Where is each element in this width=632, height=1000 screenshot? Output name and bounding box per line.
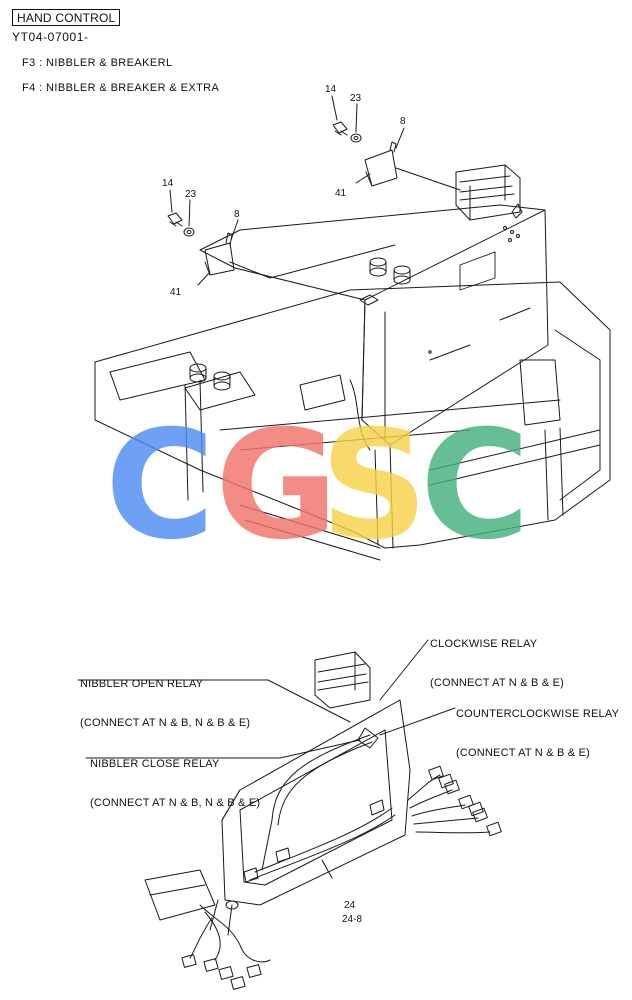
part-label-bracket-right: 41 [335,188,347,199]
watermark-letter: C [420,399,530,573]
callout-counterclockwise-relay: COUNTERCLOCKWISE RELAY (CONNECT AT N & B… [456,682,619,773]
part-label-harness: 24 [344,900,356,911]
watermark: C G S C [105,399,530,573]
variant-f3: F3 : NIBBLER & BREAKERL [22,57,172,69]
callout-title: COUNTERCLOCKWISE RELAY [456,708,620,720]
serial-code: YT04-07001- [12,30,89,44]
callout-title: NIBBLER CLOSE RELAY [90,758,220,770]
callout-note: (CONNECT AT N & B & E) [430,677,564,689]
part-label-bracket-left: 41 [170,287,182,298]
callout-nibbler-open-relay: NIBBLER OPEN RELAY (CONNECT AT N & B, N … [80,652,250,743]
callout-title: NIBBLER OPEN RELAY [80,678,204,690]
part-label-washer-right: 23 [350,93,362,104]
callout-clockwise-relay: CLOCKWISE RELAY (CONNECT AT N & B & E) [430,612,564,703]
variant-code: F3 [22,57,36,69]
variant-code: F4 [22,82,36,94]
watermark-letter: G [215,399,338,573]
variant-f4: F4 : NIBBLER & BREAKER & EXTRA [22,82,219,94]
callout-note: (CONNECT AT N & B & E) [456,747,590,759]
part-label-harness-sub: 24-8 [342,914,362,925]
part-label-washer-left: 23 [185,189,197,200]
watermark-letter: C [105,399,215,573]
connectors-right [407,765,502,837]
variant-description: NIBBLER & BREAKERL [46,57,173,69]
lower-assembly [77,639,502,990]
part-label-bolt-left: 14 [162,178,174,189]
part-labels: 14 23 8 41 14 23 8 41 24 24-8 [162,84,406,925]
relay-bracket-right-parts [331,95,461,191]
callout-note: (CONNECT AT N & B, N & B & E) [90,797,261,809]
callout-nibbler-close-relay: NIBBLER CLOSE RELAY (CONNECT AT N & B, N… [90,732,260,823]
part-label-bolt-right: 14 [325,84,337,95]
callout-note: (CONNECT AT N & B, N & B & E) [80,717,251,729]
variant-separator: : [39,82,43,94]
watermark-letter: S [320,399,428,573]
callout-title: CLOCKWISE RELAY [430,638,538,650]
part-label-pin-right: 8 [400,116,406,127]
relay-bracket-left-parts [167,189,271,286]
section-title: HAND CONTROL [12,9,121,26]
variant-description: NIBBLER & BREAKER & EXTRA [46,82,220,94]
variant-separator: : [39,57,43,69]
upper-assembly [94,95,611,561]
part-label-pin-left: 8 [234,209,240,220]
